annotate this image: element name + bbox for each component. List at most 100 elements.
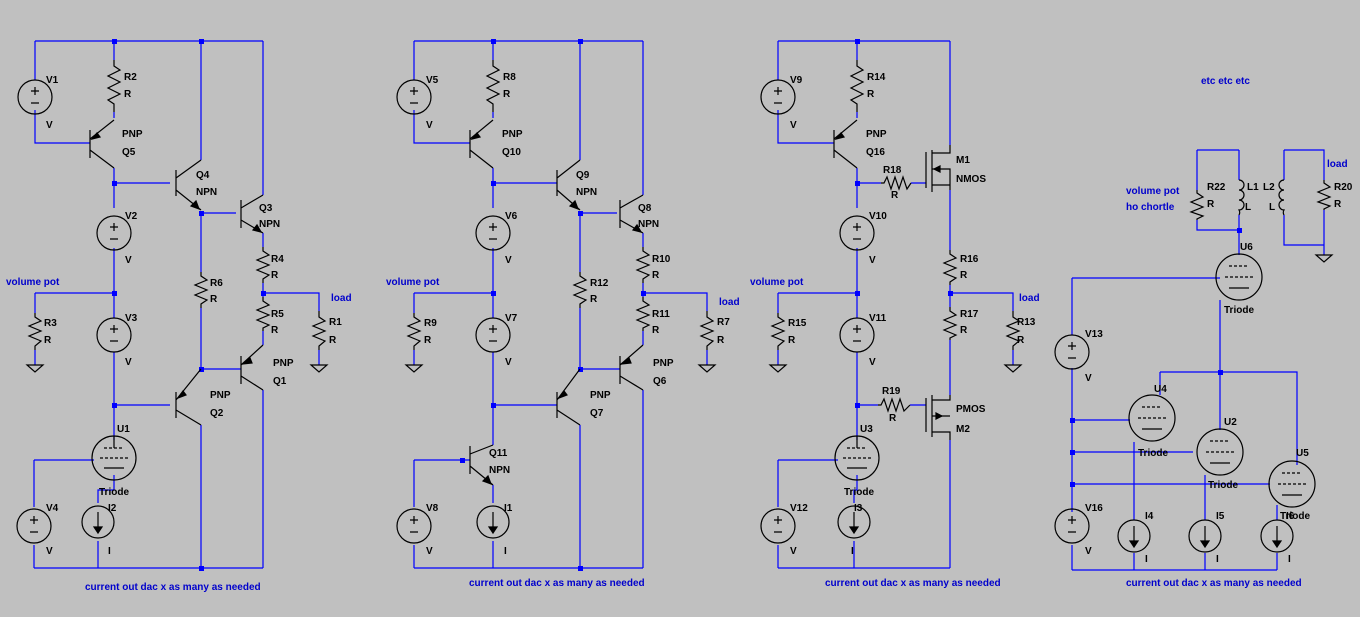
- v2-source[interactable]: [96, 215, 132, 251]
- i5-label: I5: [1216, 511, 1225, 522]
- r15-resistor[interactable]: [770, 313, 786, 350]
- r16-value: R: [960, 270, 968, 281]
- r14-resistor[interactable]: [849, 60, 865, 112]
- u4-triode[interactable]: [1128, 394, 1176, 442]
- q8-transistor[interactable]: [619, 194, 644, 234]
- r8-label: R8: [503, 72, 516, 83]
- r8-value: R: [503, 89, 511, 100]
- u5-label: U5: [1296, 448, 1309, 459]
- r15-value: R: [788, 335, 796, 346]
- i4-value: I: [1145, 554, 1148, 565]
- r13-resistor[interactable]: [1005, 311, 1021, 350]
- v2-label: V2: [125, 211, 138, 222]
- r19-resistor[interactable]: [878, 397, 911, 413]
- r3-resistor[interactable]: [27, 313, 43, 350]
- q4-label: Q4: [196, 170, 210, 181]
- r2-resistor[interactable]: [106, 60, 122, 112]
- q4-transistor[interactable]: [175, 159, 202, 211]
- q11-transistor[interactable]: [469, 444, 494, 486]
- r9-value: R: [424, 335, 432, 346]
- circuit-1: V1 V R2 R PNP Q5 Q4 NPN Q3 NPN V2 V R4 R…: [6, 39, 352, 593]
- i3-label: I3: [854, 503, 863, 514]
- v5-source[interactable]: [396, 79, 432, 115]
- q6-type: PNP: [653, 358, 674, 369]
- v7-source[interactable]: [475, 317, 511, 353]
- v8-value: V: [426, 546, 433, 557]
- q10-transistor[interactable]: [469, 119, 494, 169]
- r11-resistor[interactable]: [635, 297, 651, 331]
- q3-label: Q3: [259, 203, 273, 214]
- v9-source[interactable]: [760, 79, 796, 115]
- r6-resistor[interactable]: [193, 272, 209, 308]
- i3-current-source[interactable]: [837, 505, 871, 539]
- q16-transistor[interactable]: [833, 119, 858, 169]
- i5-current-source[interactable]: [1188, 519, 1222, 553]
- v1-source[interactable]: [17, 79, 53, 115]
- r7-label: R7: [717, 317, 730, 328]
- i4-current-source[interactable]: [1117, 519, 1151, 553]
- i6-value: I: [1288, 554, 1291, 565]
- volume-pot-label-3: volume pot: [750, 277, 804, 288]
- u5-triode[interactable]: [1268, 460, 1316, 508]
- v13-source[interactable]: [1054, 334, 1090, 370]
- m2-mosfet[interactable]: [925, 395, 951, 440]
- m2-label: M2: [956, 424, 970, 435]
- v3-source[interactable]: [96, 317, 132, 353]
- v6-source[interactable]: [475, 215, 511, 251]
- q5-transistor[interactable]: [89, 119, 115, 169]
- v1-label: V1: [46, 75, 59, 86]
- r17-resistor[interactable]: [942, 307, 958, 340]
- m1-mosfet[interactable]: [925, 145, 951, 192]
- q1-transistor[interactable]: [240, 344, 264, 391]
- q3-type: NPN: [259, 219, 280, 230]
- u3-triode[interactable]: [834, 435, 880, 481]
- q16-label: Q16: [866, 147, 885, 158]
- u6-triode[interactable]: [1215, 253, 1263, 301]
- v11-source[interactable]: [839, 317, 875, 353]
- r22-label: R22: [1207, 182, 1226, 193]
- v10-source[interactable]: [839, 215, 875, 251]
- l2-value: L: [1269, 202, 1275, 213]
- r5-resistor[interactable]: [255, 297, 271, 331]
- v16-value: V: [1085, 546, 1092, 557]
- u1-triode[interactable]: [91, 435, 137, 481]
- q5-type: PNP: [122, 129, 143, 140]
- v8-source[interactable]: [396, 508, 432, 544]
- r20-resistor[interactable]: [1316, 180, 1332, 210]
- r10-resistor[interactable]: [635, 247, 651, 283]
- q3-transistor[interactable]: [240, 194, 264, 234]
- r22-resistor[interactable]: [1189, 190, 1205, 220]
- i6-current-source[interactable]: [1260, 519, 1294, 553]
- l1-label: L1: [1247, 182, 1259, 193]
- r12-resistor[interactable]: [572, 272, 588, 308]
- r8-resistor[interactable]: [485, 60, 501, 112]
- r18-resistor[interactable]: [881, 175, 912, 191]
- footer-label-2: current out dac x as many as needed: [469, 578, 645, 589]
- u2-triode[interactable]: [1196, 428, 1244, 476]
- r1-resistor[interactable]: [311, 311, 327, 350]
- q6-transistor[interactable]: [619, 344, 644, 391]
- r1-label: R1: [329, 317, 342, 328]
- u6-type: Triode: [1224, 305, 1254, 316]
- l2-inductor[interactable]: [1278, 179, 1286, 216]
- r7-resistor[interactable]: [699, 311, 715, 350]
- v12-source[interactable]: [760, 508, 796, 544]
- v16-source[interactable]: [1054, 508, 1090, 544]
- r18-label: R18: [883, 165, 902, 176]
- i1-current-source[interactable]: [476, 505, 510, 539]
- v4-source[interactable]: [16, 508, 52, 544]
- l1-value: L: [1245, 202, 1251, 213]
- l1-inductor[interactable]: [1237, 179, 1245, 216]
- r10-label: R10: [652, 254, 671, 265]
- q7-transistor[interactable]: [556, 368, 581, 426]
- r4-label: R4: [271, 254, 284, 265]
- r9-resistor[interactable]: [406, 313, 422, 350]
- q9-transistor[interactable]: [556, 159, 581, 211]
- r2-value: R: [124, 89, 132, 100]
- r4-resistor[interactable]: [255, 247, 271, 283]
- q2-transistor[interactable]: [175, 368, 202, 426]
- i2-current-source[interactable]: [81, 505, 115, 539]
- r16-resistor[interactable]: [942, 250, 958, 285]
- u2-label: U2: [1224, 417, 1237, 428]
